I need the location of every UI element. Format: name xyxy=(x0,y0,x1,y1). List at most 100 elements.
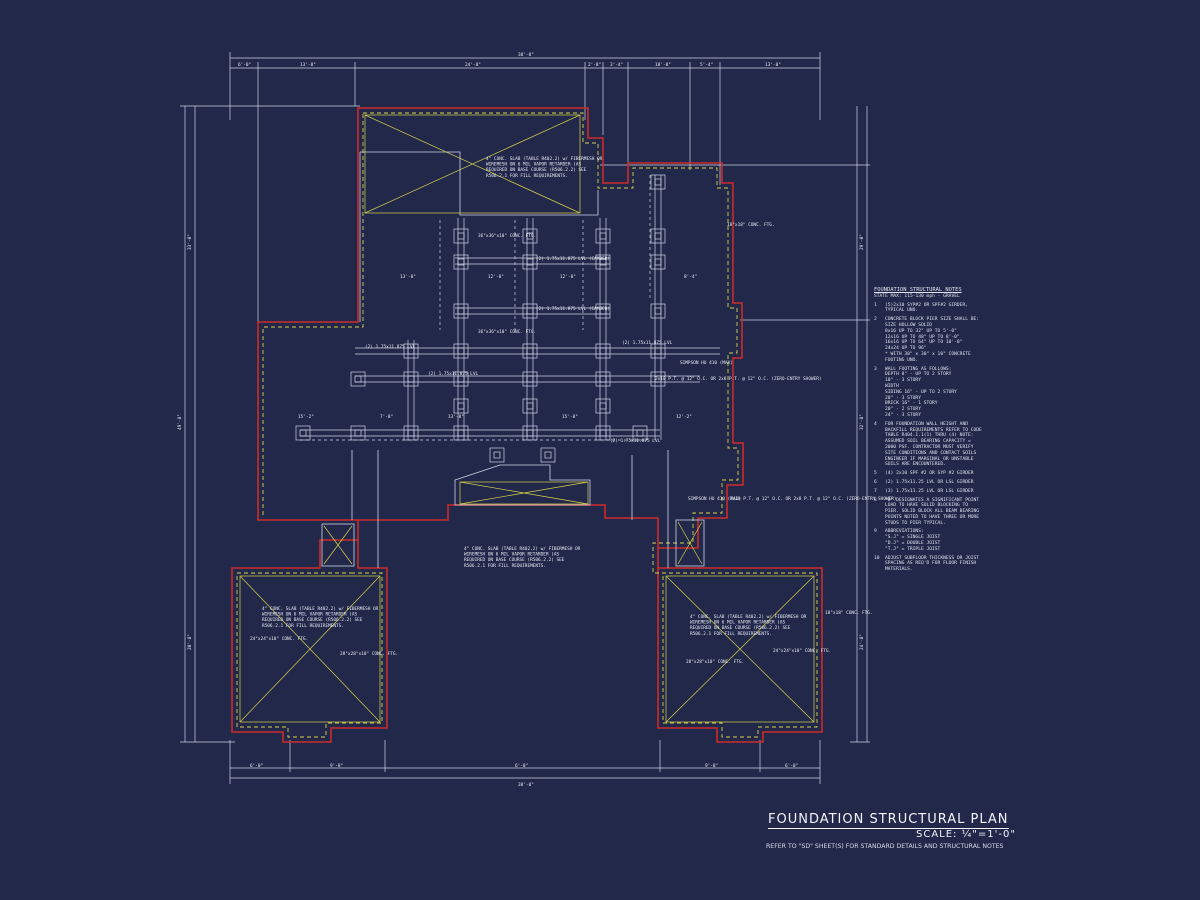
svg-text:4" CONC. SLAB (TABLE R402.2) w: 4" CONC. SLAB (TABLE R402.2) w/ FIBERMES… xyxy=(690,614,807,637)
dim-interior-4: 7'-8" xyxy=(380,414,393,420)
slab-note-line: WIREMESH ON 6 MIL VAPOR RETARDER (AS xyxy=(690,620,786,626)
pier-block xyxy=(544,451,552,459)
note-number: 4 xyxy=(874,421,877,427)
dim-top-2: 13'-8" xyxy=(300,62,316,68)
slab-note-right: 4" CONC. SLAB (TABLE R402.2) w/ FIBERMES… xyxy=(690,614,807,637)
dim-bottom-2: 9'-8" xyxy=(330,763,343,769)
note-text: ABBREVIATIONS: "S.J" = SINGLE JOIST "D.J… xyxy=(885,529,941,552)
dim-interior-8: 8'-4" xyxy=(684,274,697,280)
note-text: "B" DESIGNATES A SIGNIFICANT POINT LOAD … xyxy=(885,497,980,526)
note-number: 10 xyxy=(874,555,880,561)
pier-footing xyxy=(650,228,666,244)
dim-overall-top: 38'-0" xyxy=(518,52,534,58)
note-number: 1 xyxy=(874,302,877,308)
note-item: 8"B" DESIGNATES A SIGNIFICANT POINT LOAD… xyxy=(874,498,984,527)
note-number: 5 xyxy=(874,471,877,477)
note-number: 6 xyxy=(874,479,877,485)
slab-note-top: 4" CONC. SLAB (TABLE R402.2) w/ FIBERMES… xyxy=(486,156,603,179)
pier-block xyxy=(526,232,534,240)
note-item: 4 FOR FOUNDATION WALL HEIGHT AND BACKFILL… xyxy=(874,422,984,468)
slab-note-line: WIREMESH ON 6 MIL VAPOR RETARDER (AS xyxy=(464,552,560,558)
note-text: (4) 2x10 SPF #2 OR SYP #2 GIRDER xyxy=(885,471,974,477)
pier-footing xyxy=(453,254,469,270)
pier-block xyxy=(457,429,465,437)
note-number: 7 xyxy=(874,488,877,494)
pier-footing xyxy=(453,228,469,244)
pier-block xyxy=(526,402,534,410)
note-item: 1 (5)2x10 SYP#2 OR SPF#2 GIRDER, TYPICAL … xyxy=(874,303,984,315)
pier-block xyxy=(407,347,415,355)
pier-footing xyxy=(522,343,538,359)
pier-footing xyxy=(453,303,469,319)
pier-footing xyxy=(453,398,469,414)
pier-block xyxy=(526,347,534,355)
lvl-callout-6: (2) 1.75x11.875 LVL (CAMBER) xyxy=(536,306,610,312)
notes-list: 1 (5)2x10 SYP#2 OR SPF#2 GIRDER, TYPICAL … xyxy=(874,303,984,573)
pier-footing xyxy=(632,425,648,441)
dim-bottom-4: 9'-8" xyxy=(705,763,718,769)
pier-block xyxy=(654,375,662,383)
pier-footing xyxy=(522,371,538,387)
pier-block xyxy=(654,258,662,266)
pier-footing xyxy=(595,303,611,319)
pier-block xyxy=(599,347,607,355)
pier-footing xyxy=(595,254,611,270)
dim-interior-15: 24'-8" xyxy=(859,634,865,650)
pier-block xyxy=(526,307,534,315)
pier-block xyxy=(407,429,415,437)
pier-block xyxy=(599,402,607,410)
simpson-callout-2: SIMPSON HU 410 (MAX) xyxy=(688,496,741,502)
dim-interior-5: 13'-8" xyxy=(448,414,464,420)
pier-block xyxy=(354,429,362,437)
pier-footing xyxy=(595,371,611,387)
pier-footing xyxy=(522,303,538,319)
dim-interior-14: 32'-8" xyxy=(859,414,865,430)
pier-footing xyxy=(350,425,366,441)
pier-block xyxy=(457,347,465,355)
slab-note-line: WIREMESH ON 6 MIL VAPOR RETARDER (AS xyxy=(262,612,358,618)
pier-footing xyxy=(595,398,611,414)
pier-block xyxy=(457,402,465,410)
pier-footing xyxy=(489,447,505,463)
slab-note-line: R506.2.1 FOR FILL REQUIREMENTS. xyxy=(262,623,344,629)
slab-note-line: R506.2.1 FOR FILL REQUIREMENTS. xyxy=(464,563,546,569)
footing-dashed-line xyxy=(236,112,818,738)
pier-block xyxy=(526,258,534,266)
pier-footing xyxy=(595,343,611,359)
pier-block xyxy=(599,258,607,266)
interior-walls xyxy=(321,151,705,568)
dim-bottom-3: 6'-0" xyxy=(515,763,528,769)
notes-title: FOUNDATION STRUCTURAL NOTES xyxy=(874,287,962,293)
girder-callout-1: 2x10 P.T. @ 12" O.C. OR 2x8 P.T. @ 12" O… xyxy=(655,376,822,382)
dim-top-1: 6'-0" xyxy=(238,62,251,68)
pier-footing xyxy=(650,254,666,270)
note-text: (5)2x10 SYP#2 OR SPF#2 GIRDER, TYPICAL U… xyxy=(885,302,968,314)
pier-footing xyxy=(295,425,311,441)
note-text: CONCRETE BLOCK PIER SIZE SHALL BE: SIZE … xyxy=(885,317,980,363)
note-number: 3 xyxy=(874,366,877,372)
slab-note-line: WIREMESH ON 6 MIL VAPOR RETARDER (AS xyxy=(486,162,582,168)
note-item: 7(3) 1.75x11.25 LVL OR LSL GIRDER xyxy=(874,489,984,495)
dim-interior-13: 20'-8" xyxy=(187,634,193,650)
footing-callout-28-right: 28"x28"x10" CONC. FTG. xyxy=(686,659,744,665)
lvl-callout-2: (2) 1.75x11.875 LVL xyxy=(428,371,479,377)
pier-footing xyxy=(453,343,469,359)
footing-callout-36-b: 36"x36"x10" CONC. FTG. xyxy=(478,329,536,335)
slab-note-line: R506.2.1 FOR FILL REQUIREMENTS. xyxy=(486,173,568,179)
pier-block xyxy=(654,178,662,186)
footing-callout-24-right: 24"x24"x10" CONC. FTG. xyxy=(773,648,831,654)
pier-footing xyxy=(522,254,538,270)
slab-note-line: REQUIRED ON BASE COURSE (R506.2.2) SEE xyxy=(486,167,587,173)
pier-footing xyxy=(595,228,611,244)
dim-interior-6: 15'-8" xyxy=(562,414,578,420)
pier-block xyxy=(599,232,607,240)
lvl-callout-3: (2) 1.75x11.875 LVL xyxy=(622,340,673,346)
svg-text:4" CONC. SLAB (TABLE R402.2) w: 4" CONC. SLAB (TABLE R402.2) w/ FIBERMES… xyxy=(464,546,581,569)
note-text: FOR FOUNDATION WALL HEIGHT AND BACKFILL … xyxy=(885,421,982,468)
slab-note-middle: 4" CONC. SLAB (TABLE R402.2) w/ FIBERMES… xyxy=(464,546,581,569)
foundation-outline xyxy=(231,107,823,743)
lvl-callout-1: (2) 1.75x11.875 LVL xyxy=(365,344,416,350)
slab-note-line: 4" CONC. SLAB (TABLE R402.2) w/ FIBERMES… xyxy=(486,156,603,162)
footing-callout-24-left: 24"x24"x10" CONC. FTG. xyxy=(250,636,308,642)
